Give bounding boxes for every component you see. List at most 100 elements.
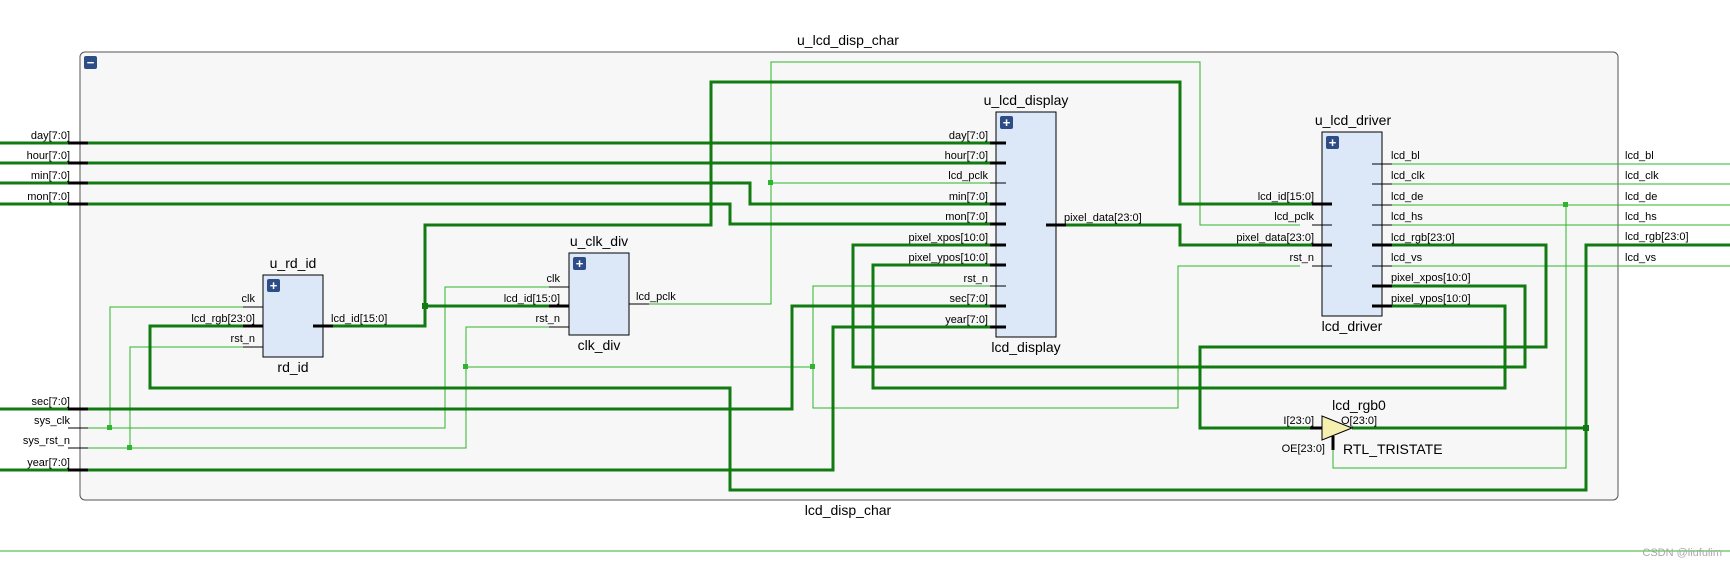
pin-label[interactable]: rst_n (536, 313, 560, 325)
pin-label[interactable]: pixel_data[23:0] (1236, 232, 1314, 244)
junction-rgb-out (1583, 425, 1589, 431)
junction-lcd-id (422, 303, 428, 309)
pin-label[interactable]: lcd_vs (1391, 252, 1423, 264)
pin-label[interactable]: lcd_hs (1391, 211, 1423, 223)
collapse-glyph: − (87, 55, 95, 70)
outer-input-label[interactable]: sec[7:0] (31, 396, 70, 408)
pin-label[interactable]: mon[7:0] (945, 211, 988, 223)
pin-label[interactable]: lcd_pclk (636, 291, 676, 303)
wire-rst-display-b[interactable] (812, 285, 1000, 367)
outer-input-label[interactable]: day[7:0] (31, 130, 70, 142)
bus-lcd-rgb-to-tristate[interactable] (1198, 243, 1548, 430)
pin-label[interactable]: rst_n (231, 333, 255, 345)
expand-glyph: + (576, 256, 584, 271)
bus-pixel-data[interactable] (1056, 223, 1330, 247)
pin-label[interactable]: lcd_pclk (948, 170, 988, 182)
outer-output-label[interactable]: lcd_de (1625, 191, 1657, 203)
pin-label[interactable]: OE[23:0] (1282, 443, 1325, 455)
junction-pclk (768, 180, 773, 185)
pin-label[interactable]: O[23:0] (1341, 415, 1377, 427)
expand-icon[interactable] (1000, 116, 1013, 129)
outer-input-label[interactable]: sys_rst_n (23, 435, 70, 447)
watermark: CSDN @liufulim (1642, 547, 1722, 559)
outer-output-label[interactable]: lcd_clk (1625, 170, 1659, 182)
pin-label[interactable]: lcd_id[15:0] (1258, 191, 1314, 203)
pin-label[interactable]: lcd_de (1391, 191, 1423, 203)
expand-icon[interactable] (1326, 136, 1339, 149)
bus-lcd-id-up[interactable] (423, 80, 1330, 306)
block-instance-name: u_lcd_driver (1315, 112, 1392, 128)
pin-label[interactable]: lcd_rgb[23:0] (1391, 232, 1455, 244)
pin-label[interactable]: day[7:0] (949, 130, 988, 142)
pin-label[interactable]: lcd_id[15:0] (331, 313, 387, 325)
expand-icon[interactable] (267, 279, 280, 292)
block-body[interactable] (1321, 131, 1383, 317)
bus-pixel-ypos[interactable] (871, 263, 1507, 390)
pin-label[interactable]: rst_n (964, 273, 988, 285)
pin-label[interactable]: I[23:0] (1283, 415, 1314, 427)
junction-de (1563, 202, 1568, 207)
bus-lcd-rgb-loop[interactable] (148, 324, 1588, 492)
pin-label[interactable]: pixel_xpos[10:0] (909, 232, 989, 244)
wire-sys-clk-rdid[interactable] (109, 306, 260, 428)
outer-input-label[interactable]: min[7:0] (31, 170, 70, 182)
block-clk-div[interactable]: u_clk_div + clk lcd_id[15:0] rst_n lcd_p… (504, 233, 677, 353)
outer-output-labels: lcd_bl lcd_clk lcd_de lcd_hs lcd_rgb[23:… (1625, 150, 1689, 264)
wire-lcd-pclk[interactable] (630, 61, 1300, 305)
pin-label[interactable]: hour[7:0] (945, 150, 988, 162)
bus-lcd-id[interactable] (320, 304, 565, 328)
pin-label[interactable]: lcd_pclk (1274, 211, 1314, 223)
bus-mon[interactable] (0, 202, 1000, 226)
pin-label[interactable]: rst_n (1290, 252, 1314, 264)
wire-rst-rdid[interactable] (129, 346, 260, 448)
outer-output-label[interactable]: lcd_bl (1625, 150, 1654, 162)
outer-input-label[interactable]: hour[7:0] (27, 150, 70, 162)
junction-sysclk (107, 425, 112, 430)
pin-label[interactable]: pixel_ypos[10:0] (909, 252, 989, 264)
outer-instance-title: u_lcd_disp_char (797, 32, 899, 48)
outer-output-label[interactable]: lcd_rgb[23:0] (1625, 231, 1689, 243)
wire-sys-clk-clkdiv[interactable] (110, 286, 565, 429)
pin-label[interactable]: clk (547, 273, 561, 285)
pin-label[interactable]: lcd_clk (1391, 170, 1425, 182)
block-tristate[interactable]: lcd_rgb0 I[23:0] O[23:0] OE[23:0] RTL_TR… (1282, 397, 1443, 457)
pin-label[interactable]: lcd_rgb[23:0] (191, 313, 255, 325)
pin-label[interactable]: lcd_id[15:0] (504, 293, 560, 305)
expand-glyph: + (1003, 115, 1011, 130)
pin-label[interactable]: min[7:0] (949, 191, 988, 203)
block-instance-name: lcd_rgb0 (1332, 397, 1386, 413)
collapse-button[interactable]: − (84, 55, 97, 70)
block-lcd-display[interactable]: u_lcd_display + day[7:0] hour[7:0] lcd_p… (909, 92, 1142, 355)
bus-min[interactable] (0, 181, 1000, 206)
pin-label[interactable]: sec[7:0] (949, 293, 988, 305)
expand-glyph: + (270, 278, 278, 293)
bus-sec[interactable] (0, 304, 1000, 411)
junction-rst-b (810, 364, 815, 369)
pin-label[interactable]: clk (242, 293, 256, 305)
wire-rst-driver[interactable] (812, 265, 1300, 409)
block-lcd-driver[interactable]: u_lcd_driver + lcd_id[15:0] lcd_pclk pix… (1236, 112, 1470, 334)
pin-label[interactable]: pixel_xpos[10:0] (1391, 272, 1471, 284)
bus-wires[interactable] (0, 80, 1730, 492)
bus-pixel-xpos[interactable] (851, 243, 1527, 369)
bus-tristate-out[interactable] (1352, 243, 1730, 430)
pin-label[interactable]: lcd_bl (1391, 150, 1420, 162)
block-instance-name: u_rd_id (270, 255, 317, 271)
outer-output-label[interactable]: lcd_vs (1625, 252, 1657, 264)
wire-oe[interactable] (1332, 205, 1567, 469)
block-rd-id[interactable]: u_rd_id + clk lcd_rgb[23:0] rst_n lcd_id… (191, 255, 387, 375)
pin-label[interactable]: year[7:0] (945, 314, 988, 326)
collapse-icon[interactable] (84, 56, 97, 69)
pin-label[interactable]: pixel_ypos[10:0] (1391, 293, 1471, 305)
outer-input-label[interactable]: mon[7:0] (27, 191, 70, 203)
net-wires[interactable] (0, 61, 1730, 552)
outer-input-label[interactable]: sys_clk (34, 415, 71, 427)
expand-icon[interactable] (573, 257, 586, 270)
outer-output-label[interactable]: lcd_hs (1625, 211, 1657, 223)
junction-sysrst (127, 445, 132, 450)
outer-input-label[interactable]: year[7:0] (27, 457, 70, 469)
block-module-name: lcd_display (991, 339, 1060, 355)
pin-label[interactable]: pixel_data[23:0] (1064, 212, 1142, 224)
bus-year[interactable] (0, 325, 1000, 472)
